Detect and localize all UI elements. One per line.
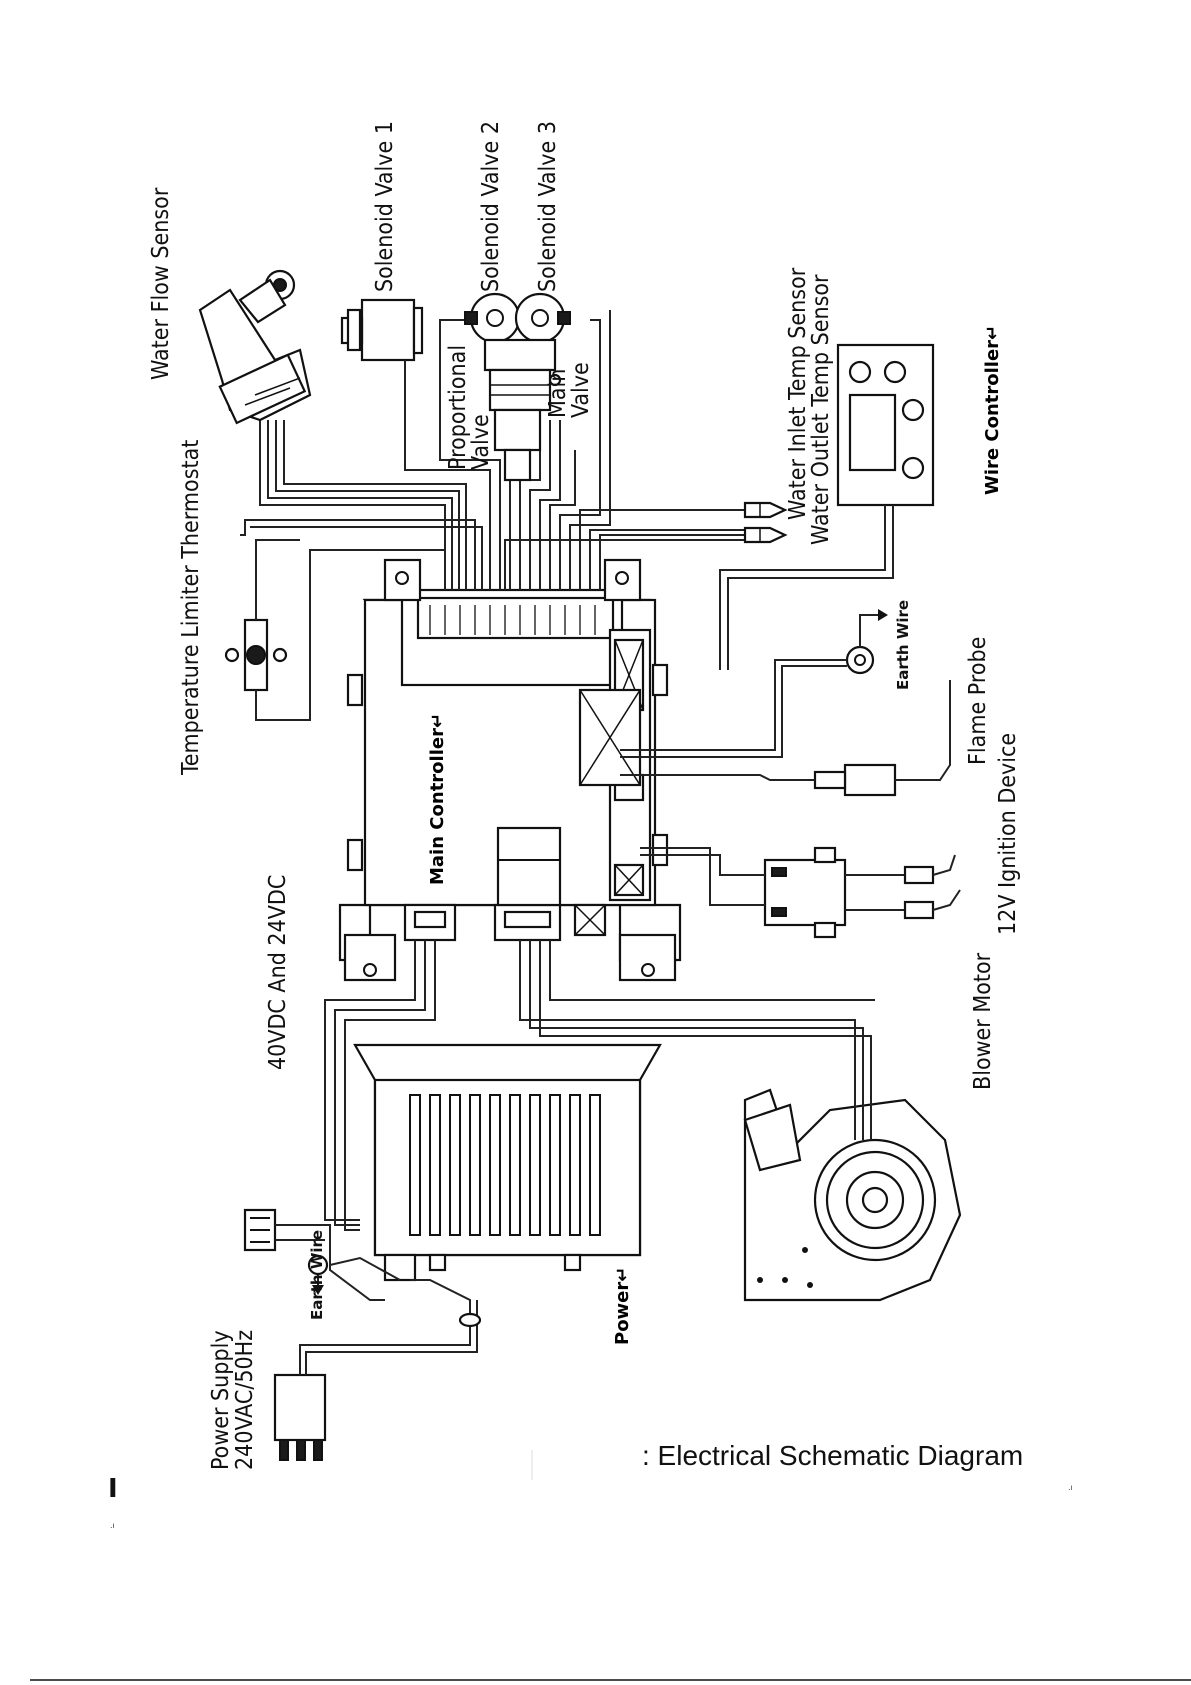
wire-harness-top bbox=[240, 310, 760, 590]
label-solenoid-valve-1: Solenoid Valve 1 bbox=[372, 121, 398, 292]
water-inlet-temp-sensor bbox=[743, 501, 788, 519]
margin-mark-right: .ı bbox=[1068, 1483, 1073, 1492]
label-solenoid-valve-3: Solenoid Valve 3 bbox=[535, 121, 561, 292]
label-main-valve-line2: Valve bbox=[568, 362, 594, 418]
power-supply-plug bbox=[273, 1279, 482, 1461]
label-water-inlet-temp-sensor: Water Inlet Temp Sensor bbox=[785, 267, 811, 520]
power-unit bbox=[324, 940, 662, 1282]
water-flow-sensor bbox=[198, 269, 312, 425]
label-temperature-limiter-thermostat: Temperature Limiter Thermostat bbox=[178, 440, 204, 776]
label-solenoid-valve-2: Solenoid Valve 2 bbox=[478, 121, 504, 292]
label-main-controller: Main Controller↵ bbox=[427, 713, 448, 885]
solenoid-valve-1 bbox=[340, 298, 424, 470]
blower-motor bbox=[519, 940, 962, 1302]
label-wire-controller: Wire Controller↵ bbox=[982, 325, 1003, 495]
earth-wire-top bbox=[620, 609, 888, 758]
label-ignition-device: 12V Ignition Device bbox=[995, 733, 1021, 935]
label-proportional-valve-line1: Proportional bbox=[445, 345, 471, 470]
main-controller-board bbox=[338, 558, 682, 982]
diagram-caption: : Electrical Schematic Diagram bbox=[642, 1440, 1023, 1471]
ignition-device bbox=[640, 846, 961, 939]
gas-valve-assembly bbox=[464, 292, 571, 482]
margin-mark-left: .ı bbox=[110, 1521, 115, 1530]
label-earth-wire-top: Earth Wire bbox=[894, 600, 912, 690]
label-water-flow-sensor: Water Flow Sensor bbox=[148, 187, 174, 380]
label-power-supply-line2: 240VAC/50Hz bbox=[232, 1330, 258, 1470]
label-power-supply-line1: Power Supply bbox=[208, 1330, 234, 1470]
water-outlet-temp-sensor bbox=[743, 526, 788, 544]
flame-probe bbox=[620, 680, 951, 797]
label-water-outlet-temp-sensor: Water Outlet Temp Sensor bbox=[808, 274, 834, 545]
margin-bar: I bbox=[108, 1474, 118, 1504]
label-flame-probe: Flame Probe bbox=[965, 637, 991, 765]
label-proportional-valve-line2: Valve bbox=[468, 414, 494, 470]
label-blower-motor: Blower Motor bbox=[970, 952, 996, 1090]
label-main-valve-line1: Main bbox=[545, 369, 571, 418]
temperature-limiter-thermostat bbox=[224, 539, 446, 721]
label-earth-wire-bottom: Earth Wire bbox=[308, 1230, 326, 1320]
ac-connector bbox=[243, 1208, 401, 1301]
label-dc-output: 40VDC And 24VDC bbox=[265, 875, 291, 1070]
component-labels: Water Flow Sensor Solenoid Valve 1 Solen… bbox=[148, 121, 1021, 1470]
wire-controller bbox=[719, 343, 935, 670]
label-power: Power↵ bbox=[612, 1267, 633, 1345]
